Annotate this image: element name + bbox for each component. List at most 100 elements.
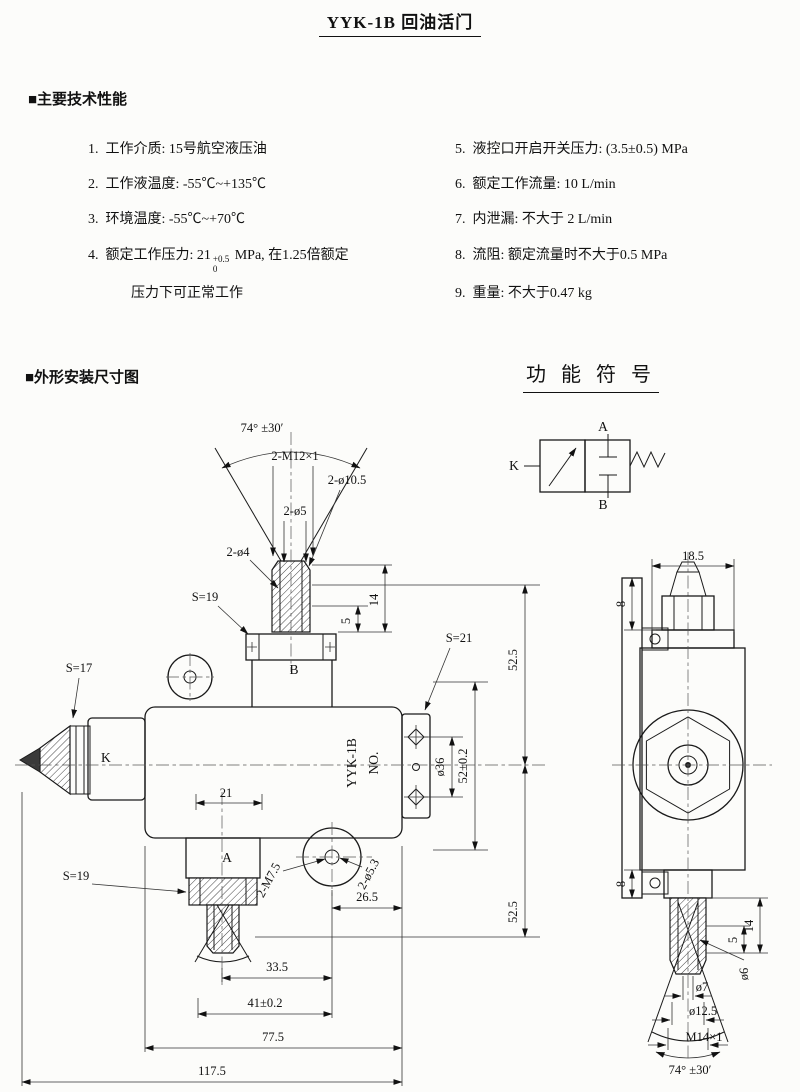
flange-bolt-marks — [247, 642, 335, 652]
tolerance-upper: +0.5 — [212, 254, 230, 264]
dim-label-775: 77.5 — [262, 1030, 284, 1044]
a-port-nut — [188, 877, 258, 906]
title-row: YYK-1B 回油活门 — [0, 8, 800, 37]
item-text: MPa, 在1.25倍额定 — [231, 248, 349, 263]
item-text: 额定工作压力: 21 — [105, 248, 211, 263]
dim-label-dia7: ø7 — [696, 980, 709, 994]
dim-label-side-5: 5 — [726, 937, 740, 943]
symbol-port-a-label: A — [598, 419, 608, 434]
item-number: 7. — [455, 212, 466, 227]
flow-arrow — [548, 447, 577, 487]
dim-label-525-bottom: 52.5 — [506, 901, 520, 923]
item-number: 1. — [88, 142, 99, 157]
item-text: 内泄漏: 不大于 2 L/min — [472, 212, 613, 227]
right-mounting-plate — [401, 713, 431, 819]
spec-item-8: 8. 流阻: 额定流量时不大于0.5 MPa — [455, 244, 667, 264]
spring-symbol — [629, 450, 666, 469]
item-number: 3. — [88, 212, 99, 227]
item-number: 9. — [455, 286, 466, 301]
tolerance-lower: 0 — [212, 263, 218, 274]
no-marking: NO. — [366, 752, 381, 775]
spec-item-9: 9. 重量: 不大于0.47 kg — [455, 282, 592, 302]
side-view-centerlines — [612, 552, 772, 1058]
main-view-dimensions: 74° ±30′ 2-M12×1 2-ø10.5 2-ø5 2-ø4 S=19 … — [21, 421, 540, 1086]
dim-label-14: 14 — [367, 593, 381, 606]
function-symbol-diagram: A B K — [509, 419, 666, 512]
spec-item-1: 1. 工作介质: 15号航空液压油 — [88, 138, 267, 158]
dim-label-m75: 2-M7.5 — [254, 860, 284, 899]
spec-item-2: 2. 工作液温度: -55℃~+135℃ — [88, 173, 266, 193]
item-text: 重量: 不大于0.47 kg — [472, 286, 592, 301]
tech-performance-heading: ■主要技术性能 — [28, 92, 128, 108]
dim-label-s17: S=17 — [66, 661, 93, 675]
dim-label-1175: 117.5 — [198, 1064, 226, 1078]
dim-label-dia4: 2-ø4 — [227, 545, 251, 559]
item-text: 流阻: 额定流量时不大于0.5 MPa — [472, 248, 668, 263]
dim-label-5: 5 — [339, 618, 353, 624]
item-text: 额定工作流量: 10 L/min — [472, 177, 616, 192]
function-symbol-heading: 功 能 符 号 — [523, 358, 659, 393]
main-view-labels: B K A YYK-1B NO. — [101, 662, 381, 865]
item-number: 2. — [88, 177, 99, 192]
symbol-port-b-label: B — [598, 497, 607, 512]
dim-label-thread-top: 2-M12×1 — [271, 449, 318, 463]
item-text: 工作液温度: -55℃~+135℃ — [105, 177, 267, 192]
dim-label-s21: S=21 — [446, 631, 473, 645]
k-fitting-tip — [19, 747, 41, 773]
dim-label-dia125: ø12.5 — [689, 1004, 717, 1018]
dim-label-s19-bottom: S=19 — [63, 869, 90, 883]
main-view-outline — [19, 447, 431, 963]
k-fitting-nut — [69, 725, 91, 795]
item-number: 4. — [88, 248, 99, 263]
spec-item-6: 6. 额定工作流量: 10 L/min — [455, 173, 616, 193]
dim-label-8-top: 8 — [614, 601, 628, 607]
spec-item-7: 7. 内泄漏: 不大于 2 L/min — [455, 208, 612, 228]
valve-body — [144, 706, 403, 839]
dim-label-dia105: 2-ø10.5 — [328, 473, 367, 487]
spec-item-5: 5. 液控口开启开关压力: (3.5±0.5) MPa — [455, 138, 688, 158]
model-marking: YYK-1B — [344, 738, 359, 788]
item-text: 工作介质: 15号航空液压油 — [105, 142, 267, 157]
dim-label-52tol: 52±0.2 — [456, 749, 470, 784]
item-text: 液控口开启开关压力: (3.5±0.5) MPa — [472, 142, 688, 157]
outline-dimensions-heading: ■外形安装尺寸图 — [25, 370, 140, 386]
symbol-port-k-label: K — [509, 458, 519, 473]
dim-label-525-top: 52.5 — [506, 649, 520, 671]
item-number: 8. — [455, 248, 466, 263]
valve-position-left — [539, 439, 586, 493]
dim-label-dia36: ø36 — [433, 758, 447, 777]
side-view-dimensions: 18.5 8 8 14 5 ø6 ø7 ø12.5 — [614, 549, 768, 1077]
dim-label-dia5: 2-ø5 — [284, 504, 307, 518]
dim-label-s19-top: S=19 — [192, 590, 219, 604]
item-number: 5. — [455, 142, 466, 157]
item-text: 压力下可正常工作 — [131, 286, 243, 301]
port-a-label: A — [222, 850, 232, 865]
dim-label-m14: M14×1 — [686, 1030, 723, 1044]
item-text: 环境温度: -55℃~+70℃ — [105, 212, 246, 227]
dim-label-265: 26.5 — [356, 890, 378, 904]
item-number: 6. — [455, 177, 466, 192]
dim-label-dia6: ø6 — [737, 968, 751, 981]
dim-label-top-angle: 74° ±30′ — [241, 421, 284, 435]
k-fitting-cone — [39, 724, 71, 796]
closed-port-symbol — [599, 440, 617, 492]
mounting-hole-marks — [404, 725, 428, 809]
dim-label-335: 33.5 — [266, 960, 288, 974]
dim-label-41: 41±0.2 — [248, 996, 283, 1010]
a-port-stem — [206, 904, 240, 954]
port-k-label: K — [101, 750, 111, 765]
k-port-boss — [87, 717, 146, 801]
dim-label-side-angle: 74° ±30′ — [669, 1063, 712, 1077]
dim-label-dia53: 2-ø5.3 — [355, 857, 383, 892]
dim-label-185: 18.5 — [682, 549, 704, 563]
page-title: YYK-1B 回油活门 — [318, 8, 482, 37]
dim-label-21: 21 — [220, 786, 233, 800]
dim-label-8-bottom: 8 — [614, 881, 628, 887]
spec-item-4-cont: 压力下可正常工作 — [131, 282, 243, 302]
main-view-centerlines — [15, 432, 548, 985]
port-b-label: B — [289, 662, 298, 677]
side-view-outline — [621, 561, 746, 1043]
